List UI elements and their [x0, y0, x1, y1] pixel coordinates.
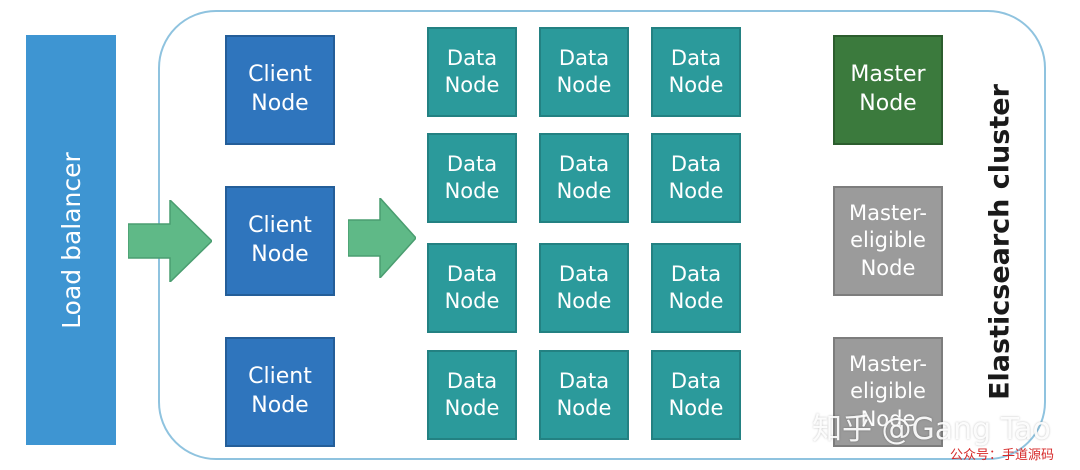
data-node: Data Node — [427, 133, 517, 223]
watermark: 知乎 @Gang Tao — [812, 412, 1051, 447]
load-balancer: Load balancer — [26, 35, 116, 445]
client-node: Client Node — [225, 186, 335, 296]
data-node: Data Node — [651, 350, 741, 440]
data-node: Data Node — [427, 350, 517, 440]
watermark-secondary: 公众号：手道源码 — [950, 448, 1055, 463]
load-balancer-label: Load balancer — [56, 151, 86, 329]
master-eligible-node: Master- eligible Node — [833, 337, 943, 447]
data-node: Data Node — [427, 27, 517, 117]
data-node: Data Node — [539, 133, 629, 223]
data-node: Data Node — [539, 243, 629, 333]
data-node: Data Node — [539, 27, 629, 117]
client-node: Client Node — [225, 35, 335, 145]
cluster-label: Elasticsearch cluster — [984, 84, 1016, 400]
data-node: Data Node — [651, 27, 741, 117]
data-node: Data Node — [427, 243, 517, 333]
arrow-icon — [128, 200, 212, 282]
client-node: Client Node — [225, 337, 335, 447]
arrow-icon — [348, 198, 416, 278]
data-node: Data Node — [651, 243, 741, 333]
data-node: Data Node — [651, 133, 741, 223]
master-node: Master Node — [833, 35, 943, 145]
master-eligible-node: Master- eligible Node — [833, 186, 943, 296]
data-node: Data Node — [539, 350, 629, 440]
